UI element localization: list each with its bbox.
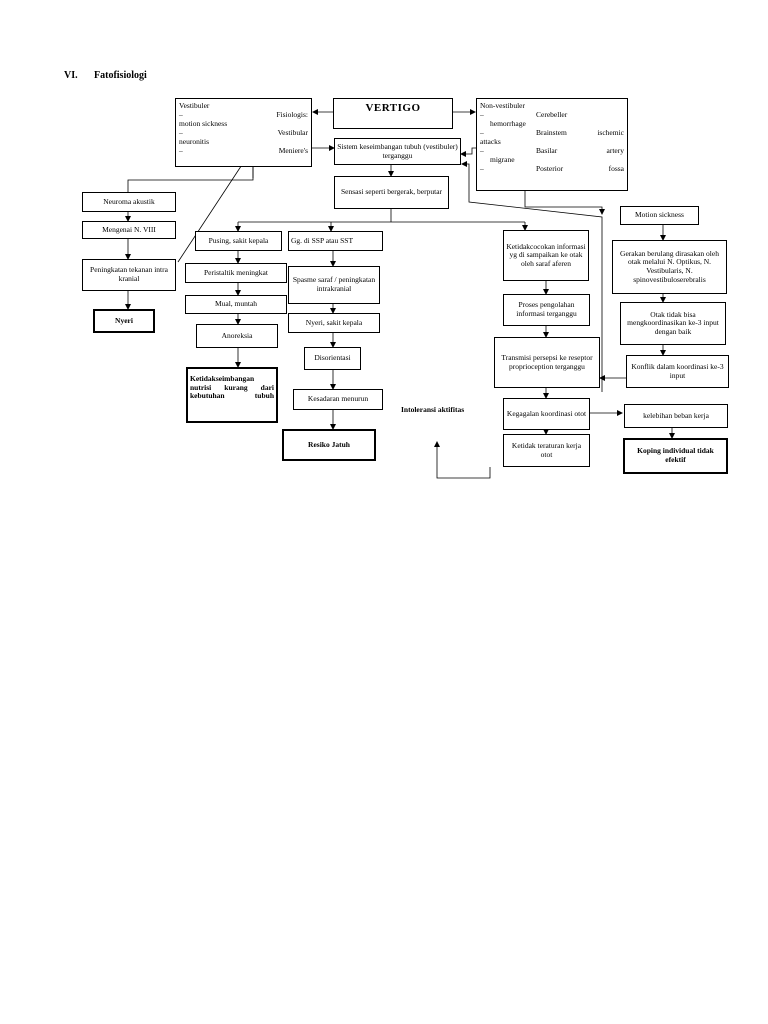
non-vestibuler-item-2a: Brainstem (536, 128, 567, 137)
gerakan-berulang-label: Gerakan berulang dirasakan oleh otak mel… (620, 248, 719, 284)
vestibuler-item-3: Meniere's (278, 146, 308, 155)
anoreksia-label: Anoreksia (221, 330, 253, 340)
peningkatan-tekanan-box: Peningkatan tekanan intra kranial (82, 259, 176, 291)
koping-label: Koping individual tidak efektif (637, 446, 714, 464)
vestibuler-item-1b: motion sickness (179, 119, 228, 128)
non-vestibuler-title: Non-vestibuler (480, 101, 525, 110)
konflik-box: Konflik dalam koordinasi ke-3 input (626, 355, 729, 388)
otak-tidak-bisa-label: Otak tidak bisa mengkoordinasikan ke-3 i… (627, 309, 719, 336)
non-vestibuler-item-3b: artery (606, 146, 625, 155)
vertigo-label: VERTIGO (365, 102, 421, 114)
vestibuler-item-2a: Vestibular (277, 128, 308, 137)
sensasi-box: Sensasi seperti bergerak, berputar (334, 176, 449, 209)
vestibuler-item-1a: Fisiologis: (276, 110, 308, 119)
vestibuler-box: Vestibuler –Fisiologis: motion sickness … (175, 98, 312, 167)
vestibuler-title: Vestibuler (179, 101, 210, 110)
section-number: VI. (64, 70, 78, 81)
peristaltik-box: Peristaltik meningkat (185, 263, 287, 283)
disorientasi-label: Disorientasi (314, 353, 351, 363)
dash: – (480, 164, 484, 173)
dash: – (179, 146, 183, 155)
pusing-box: Pusing, sakit kepala (195, 231, 282, 251)
dash: – (179, 128, 183, 137)
pusing-label: Pusing, sakit kepala (208, 235, 269, 245)
peningkatan-tekanan-label: Peningkatan tekanan intra kranial (90, 265, 168, 283)
sistem-keseimbangan-box: Sistem keseimbangan tubuh (vestibuler) t… (334, 138, 461, 165)
kesadaran-box: Kesadaran menurun (293, 389, 383, 410)
intoleransi-label: Intoleransi aktifitas (401, 405, 465, 414)
nyeri-left-box: Nyeri (93, 309, 155, 333)
resiko-jatuh-box: Resiko Jatuh (282, 429, 376, 461)
proses-label: Proses pengolahan informasi terganggu (516, 300, 577, 318)
non-vestibuler-box: Non-vestibuler – Cerebeller hemorrhage – B… (476, 98, 628, 191)
sensasi-label: Sensasi seperti bergerak, berputar (340, 187, 443, 197)
spasme-box: Spasme saraf / peningkatan intrakranial (288, 266, 380, 304)
dash: – (179, 110, 183, 119)
kegagalan-label: Kegagalan koordinasi otot (506, 408, 587, 418)
nyeri-mid-label: Nyeri, sakit kepala (305, 317, 363, 327)
peristaltik-label: Peristaltik meningkat (204, 267, 268, 277)
kegagalan-box: Kegagalan koordinasi otot (503, 398, 590, 430)
non-vestibuler-item-2b: ischemic (597, 128, 624, 137)
non-vestibuler-item-2c: attacks (480, 137, 501, 146)
non-vestibuler-item-4b: fossa (608, 164, 624, 173)
gerakan-berulang-box: Gerakan berulang dirasakan oleh otak mel… (612, 240, 727, 294)
anoreksia-box: Anoreksia (196, 324, 278, 348)
mengenai-box: Mengenai N. VIII (82, 221, 176, 239)
dash: – (480, 110, 484, 119)
sistem-keseimbangan-label: Sistem keseimbangan tubuh (vestibuler) t… (337, 141, 458, 160)
proses-box: Proses pengolahan informasi terganggu (503, 294, 590, 326)
non-vestibuler-item-1a: Cerebeller (536, 110, 568, 119)
nyeri-left-label: Nyeri (115, 315, 133, 325)
ketidakseimbangan-label: Ketidakseimbangan nutrisi kurang dari ke… (190, 374, 274, 401)
non-vestibuler-item-4a: Posterior (536, 164, 564, 173)
mual-label: Mual, muntah (214, 299, 258, 309)
ketidakseimbangan-box: Ketidakseimbangan nutrisi kurang dari ke… (186, 367, 278, 423)
resiko-jatuh-label: Resiko Jatuh (308, 439, 350, 449)
gg-ssp-box: Gg. di SSP atau SST (288, 231, 383, 251)
vestibuler-item-2b: neuronitis (179, 137, 209, 146)
neuroma-box: Neuroma akustik (82, 192, 176, 212)
section-title: Fatofisiologi (94, 70, 147, 81)
ketidakteraturan-box: Ketidak teraturan kerja otot (503, 434, 590, 467)
spasme-label: Spasme saraf / peningkatan intrakranial (292, 275, 376, 293)
gg-ssp-label: Gg. di SSP atau SST (291, 235, 354, 245)
kelebihan-box: kelebihan beban kerja (624, 404, 728, 428)
ketidakcocokan-box: Ketidakcocokan informasi yg di sampaikan… (503, 230, 589, 281)
non-vestibuler-item-1b: hemorrhage (490, 119, 526, 128)
mual-box: Mual, muntah (185, 295, 287, 314)
motion-sickness-label: Motion sickness (635, 210, 684, 220)
ketidakcocokan-label: Ketidakcocokan informasi yg di sampaikan… (506, 241, 586, 268)
neuroma-label: Neuroma akustik (103, 196, 155, 206)
transmisi-label: Transmisi persepsi ke reseptor proprioce… (501, 352, 593, 371)
kelebihan-label: kelebihan beban kerja (643, 410, 709, 420)
konflik-label: Konflik dalam koordinasi ke-3 input (631, 361, 724, 380)
kesadaran-label: Kesadaran menurun (307, 394, 369, 404)
ketidakteraturan-label: Ketidak teraturan kerja otot (511, 440, 582, 459)
vertigo-box: VERTIGO (333, 98, 453, 129)
koping-box: Koping individual tidak efektif (623, 438, 728, 474)
dash: – (480, 128, 484, 137)
otak-tidak-bisa-box: Otak tidak bisa mengkoordinasikan ke-3 i… (620, 302, 726, 345)
non-vestibuler-item-3c: migrane (490, 155, 515, 164)
motion-sickness-box: Motion sickness (620, 206, 699, 225)
dash: – (480, 146, 484, 155)
section-heading: VI. Fatofisiologi (64, 70, 147, 81)
nyeri-mid-box: Nyeri, sakit kepala (288, 313, 380, 333)
mengenai-label: Mengenai N. VIII (102, 224, 156, 234)
disorientasi-box: Disorientasi (304, 347, 361, 370)
transmisi-box: Transmisi persepsi ke reseptor proprioce… (494, 337, 600, 388)
non-vestibuler-item-3a: Basilar (536, 146, 558, 155)
